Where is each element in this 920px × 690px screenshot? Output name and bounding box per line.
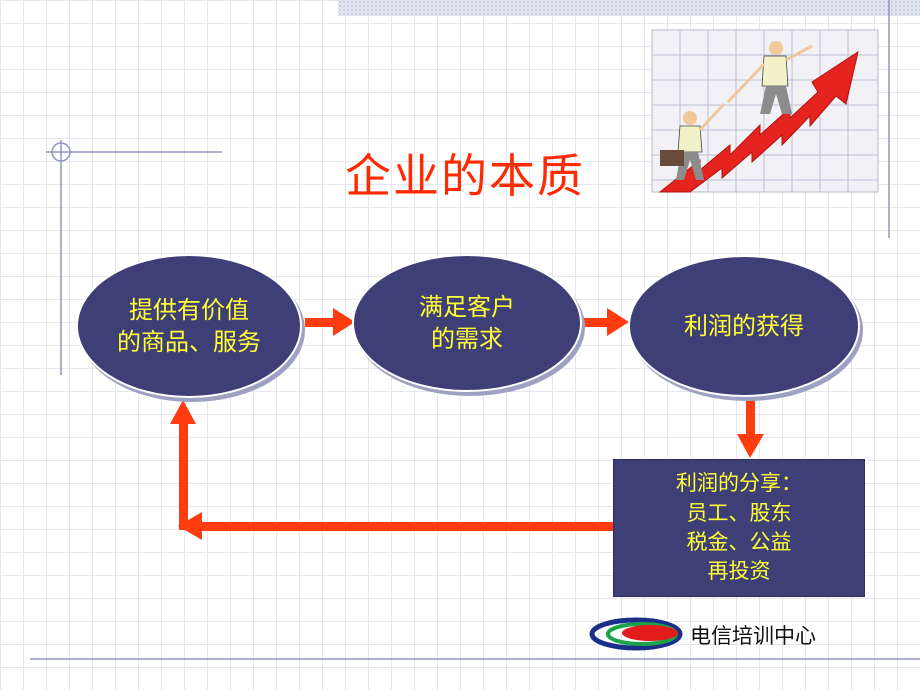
- node-satisfy-customer: 满足客户 的需求: [352, 254, 582, 392]
- node-provide-line2: 的商品、服务: [117, 328, 261, 356]
- telecom-logo-icon: [589, 617, 683, 651]
- arrow-share-to-return: [178, 512, 613, 540]
- arrow-return-to-provide: [170, 400, 196, 530]
- profit-share-box: 利润的分享： 员工、股东 税金、公益 再投资: [613, 459, 865, 597]
- share-line-2: 税金、公益: [686, 530, 792, 554]
- climbing-growth-clipart-icon: [651, 29, 879, 193]
- node-satisfy-line2: 的需求: [431, 325, 503, 353]
- node-profit-line1: 利润的获得: [684, 311, 804, 340]
- decorative-top-band: [338, 0, 920, 16]
- share-line-1: 员工、股东: [686, 500, 792, 525]
- footer-org-name: 电信培训中心: [690, 624, 816, 648]
- node-profit-gain: 利润的获得: [628, 255, 860, 397]
- arrow-profit-to-share: [737, 398, 764, 458]
- node-satisfy-line1: 满足客户: [419, 292, 515, 321]
- share-line-3: 再投资: [707, 559, 771, 584]
- arrow-satisfy-to-profit: [583, 308, 629, 336]
- crosshair-icon: [51, 142, 71, 162]
- node-provide-value: 提供有价值 的商品、服务: [76, 254, 302, 398]
- arrow-provide-to-satisfy: [305, 308, 355, 336]
- node-provide-line1: 提供有价值: [129, 295, 249, 324]
- flow-arrows: [170, 308, 764, 540]
- page-title: 企业的本质: [345, 149, 585, 203]
- share-heading: 利润的分享：: [676, 471, 802, 496]
